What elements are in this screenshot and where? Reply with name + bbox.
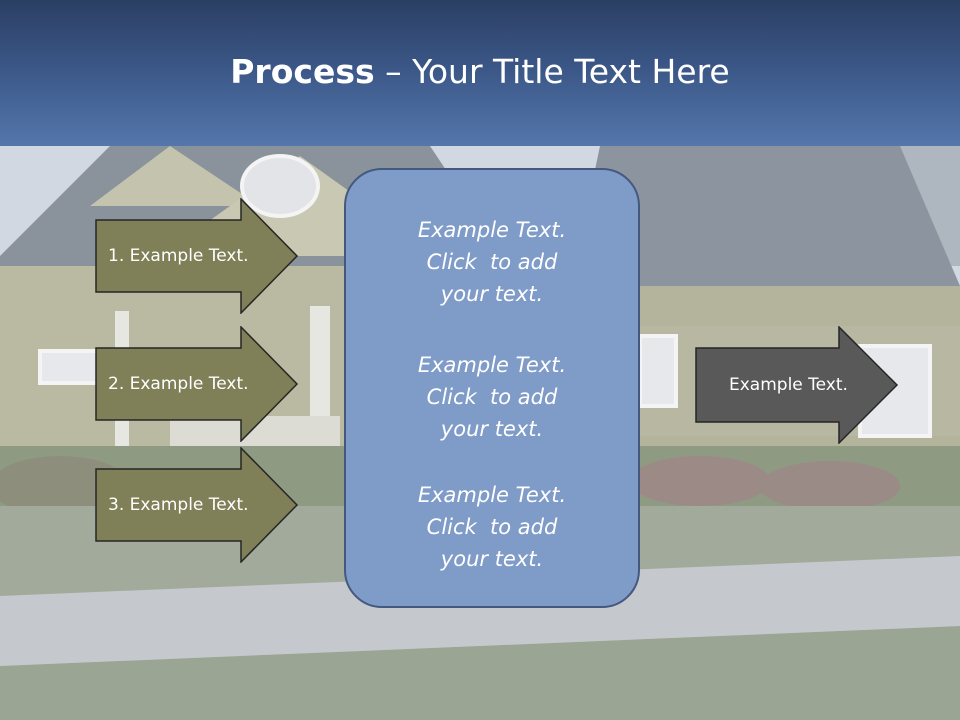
step-label-1: 1. Example Text. [108, 246, 249, 266]
center-process-box[interactable]: Example Text. Click to add your text. Ex… [344, 168, 640, 608]
step-label-3: 3. Example Text. [108, 495, 249, 515]
output-arrow[interactable]: Example Text. [695, 326, 899, 444]
center-text-block-3[interactable]: Example Text. Click to add your text. [417, 483, 567, 571]
slide-title[interactable]: Process – Your Title Text Here [0, 52, 960, 91]
center-text-block-2[interactable]: Example Text. Click to add your text. [417, 353, 567, 441]
step-arrow-3[interactable]: 3. Example Text. [95, 447, 299, 563]
center-text-block-1[interactable]: Example Text. Click to add your text. [417, 218, 567, 306]
title-rest-part: – Your Title Text Here [374, 52, 730, 91]
title-bar: Process – Your Title Text Here [0, 0, 960, 146]
right-arrow-shape [95, 447, 299, 563]
right-arrow-shape [95, 326, 299, 442]
right-arrow-shape [95, 198, 299, 314]
title-bold-part: Process [230, 52, 375, 91]
step-arrow-2[interactable]: 2. Example Text. [95, 326, 299, 442]
right-arrow-shape [695, 326, 899, 444]
output-label: Example Text. [729, 375, 848, 395]
step-label-2: 2. Example Text. [108, 374, 249, 394]
step-arrow-1[interactable]: 1. Example Text. [95, 198, 299, 314]
